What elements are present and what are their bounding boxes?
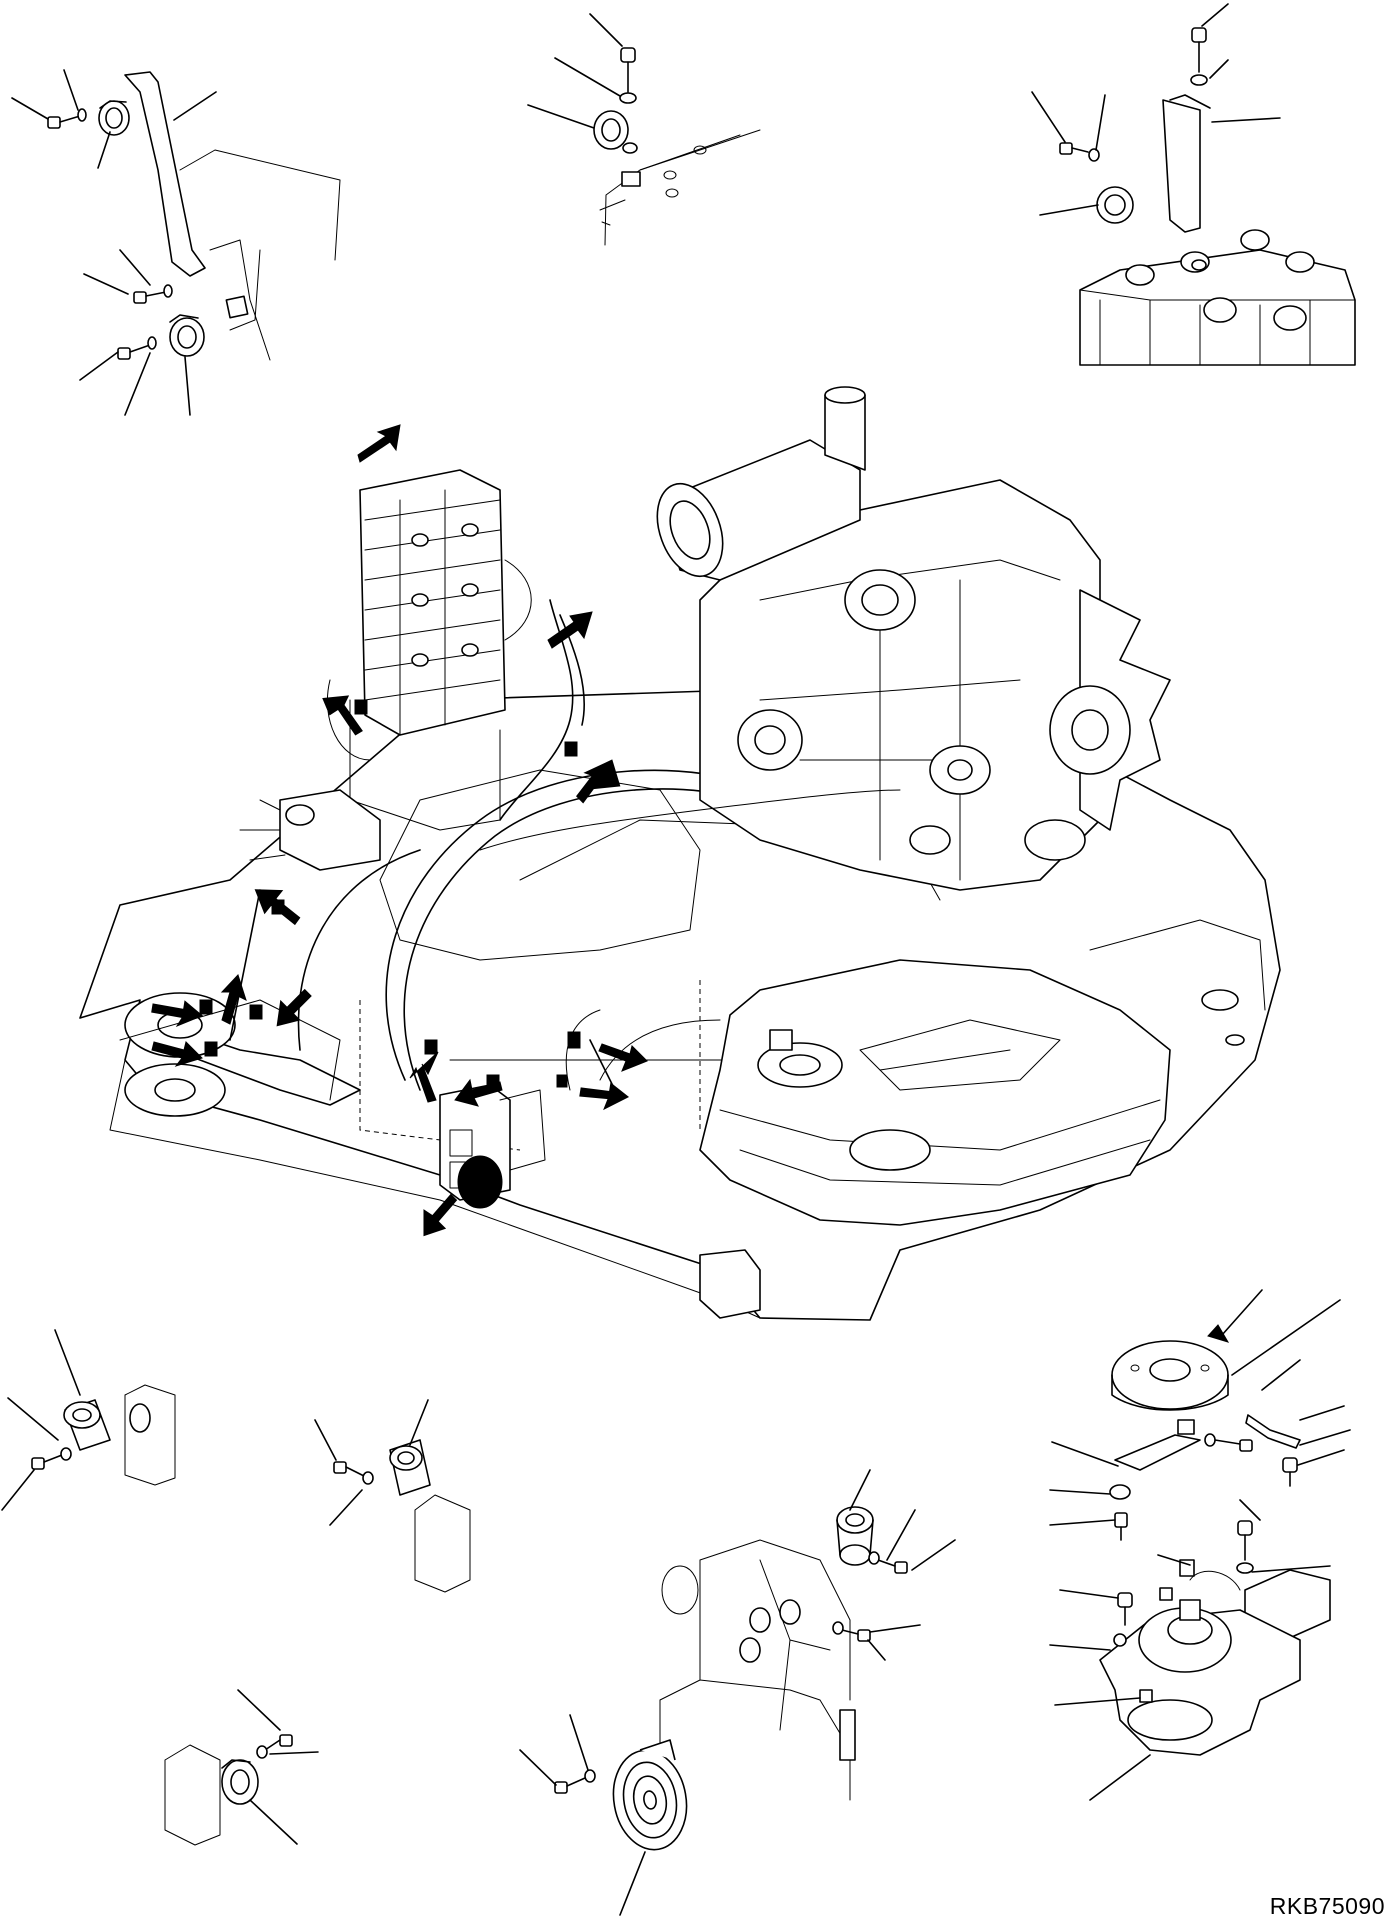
bolt [1190,27,1208,86]
bolt [47,108,87,129]
bracket [1162,99,1201,233]
bolt [31,1447,72,1470]
bolt [1204,1433,1253,1452]
arrow-icon [276,988,312,1027]
detail-horn [519,1469,956,1916]
bracket-arm [124,71,206,277]
connector [567,1031,581,1049]
arrow-icon [547,611,593,649]
horn-body [457,1155,503,1209]
engine [656,386,1171,891]
arrow-icon [151,1041,203,1067]
bolt [619,47,637,104]
connector [199,999,213,1015]
grommet [98,100,130,136]
connector [556,1074,568,1088]
bolt [1117,1592,1133,1626]
bolt [1236,1520,1254,1574]
grommet [836,1506,874,1566]
arrow-icon [254,889,301,926]
plate [164,1744,221,1846]
clip [1245,1414,1301,1449]
arrow-icon [423,1193,458,1237]
detail-sensor-bracket [1049,1289,1351,1801]
compressor [737,709,803,771]
frame-outline [179,149,341,361]
connector [1139,1689,1153,1703]
callout-arrows [151,424,648,1237]
bolt [1282,1457,1298,1487]
detail-bottom-center-grommet [314,1399,471,1593]
connector [204,1041,218,1057]
detail-top-center-grommet [527,13,761,246]
grommet [389,1439,431,1496]
plate [414,1494,471,1593]
arrow-icon [220,974,247,1025]
tab [225,295,249,319]
connector [1159,1587,1173,1601]
fuel-tank [699,959,1171,1226]
arrow-icon [357,424,401,463]
main-assembly [79,386,1281,1321]
bolt [554,1769,596,1794]
connector [354,699,368,715]
grommet [593,110,629,150]
connector [564,741,578,757]
arrow-icon [454,1078,503,1107]
frame-opening [379,769,701,961]
grommet [221,1759,259,1805]
boom-pin-boss [124,1063,226,1117]
hose [385,769,761,1081]
arrow-icon [598,1043,648,1072]
plate [124,1384,176,1486]
sensor-icon [1138,1559,1241,1673]
arrow-icon [322,695,363,736]
grommet [169,314,205,357]
bolt [333,1461,374,1485]
alternator [929,745,991,795]
bolt [868,1551,908,1574]
grommet [63,1399,111,1451]
frame-outline [659,1539,851,1801]
bolt [1114,1512,1128,1541]
horn-icon [612,1739,688,1851]
clamp [1177,1419,1195,1435]
grommet [1096,186,1134,224]
plate-outline [599,134,741,246]
pulley [1049,685,1131,775]
detail-bottom-left-grommet-lower [164,1689,319,1846]
connector [249,1004,263,1020]
bolt [832,1621,871,1642]
detail-top-left-bracket [11,69,341,416]
arrow-icon [576,759,621,804]
arrow-icon [409,1051,439,1103]
drawing-code: RKB75090 [1269,1893,1385,1919]
arrow-icon [151,1000,204,1027]
arrow-icon [579,1082,630,1111]
bolt [133,284,173,304]
detail-bottom-left-grommet [1,1329,176,1511]
sensor-cover [1111,1340,1229,1411]
tab [621,171,641,187]
bolt [256,1734,293,1759]
detail-top-right-valve-bracket [1031,3,1356,366]
bolt [117,336,157,360]
bracket-plate [1114,1434,1201,1471]
connector [424,1039,438,1055]
bolt [1059,142,1100,162]
fuel-cap [757,1042,843,1088]
